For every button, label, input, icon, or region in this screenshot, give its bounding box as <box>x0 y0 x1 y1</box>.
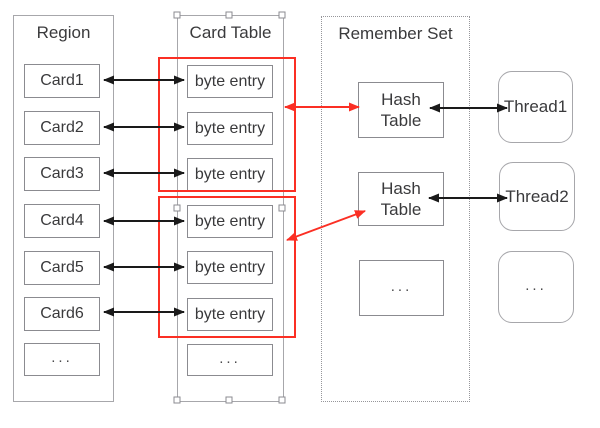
region-title: Region <box>36 23 91 42</box>
card-label-6: Card6 <box>40 305 84 322</box>
selection-handle-bottom-middle[interactable] <box>225 396 233 404</box>
byte-entry-label-more: ... <box>219 349 241 367</box>
highlight-group-2[interactable] <box>158 196 296 338</box>
selection-handle-bottom-left[interactable] <box>173 396 181 404</box>
hash-table-label-2: Hash Table <box>380 178 422 219</box>
selection-handle-middle-left[interactable] <box>173 204 181 212</box>
thread-label-2: Thread2 <box>505 186 569 206</box>
thread-box-more[interactable]: ... <box>498 251 574 323</box>
card-box-2[interactable]: Card2 <box>24 111 100 145</box>
card-label-1: Card1 <box>40 72 84 89</box>
byte-entry-label-5: byte entry <box>194 258 266 276</box>
card-table-title: Card Table <box>189 23 272 42</box>
card-label-5: Card5 <box>40 259 84 276</box>
byte-entry-label-6: byte entry <box>194 305 266 323</box>
selection-handle-top-middle[interactable] <box>225 11 233 19</box>
card-box-4[interactable]: Card4 <box>24 204 100 238</box>
thread-box-2[interactable]: Thread2 <box>499 162 575 231</box>
remember-set-more-label: ... <box>390 277 413 295</box>
highlight-group-1[interactable] <box>158 57 296 192</box>
thread-box-1[interactable]: Thread1 <box>498 71 573 143</box>
card-label-3: Card3 <box>40 165 84 182</box>
byte-entry-label-1: byte entry <box>194 72 266 90</box>
remember-set-title: Remember Set <box>338 24 453 43</box>
selection-handle-middle-right[interactable] <box>278 204 286 212</box>
byte-entry-box-6[interactable]: byte entry <box>187 298 273 331</box>
remember-set-more-box[interactable]: ... <box>359 260 444 316</box>
card-table-container[interactable]: Card Table byte entry byte entry byte en… <box>177 15 284 402</box>
selection-handle-top-left[interactable] <box>173 11 181 19</box>
byte-entry-box-4[interactable]: byte entry <box>187 205 273 238</box>
byte-entry-box-1[interactable]: byte entry <box>187 65 273 98</box>
hash-table-box-1[interactable]: Hash Table <box>358 82 444 138</box>
region-container[interactable]: Region Card1 Card2 Card3 Card4 Card5 Car… <box>13 15 114 402</box>
byte-entry-box-2[interactable]: byte entry <box>187 112 273 145</box>
card-box-1[interactable]: Card1 <box>24 64 100 98</box>
card-box-5[interactable]: Card5 <box>24 251 100 285</box>
card-box-3[interactable]: Card3 <box>24 157 100 191</box>
card-box-more[interactable]: ... <box>24 343 100 376</box>
byte-entry-label-4: byte entry <box>194 212 266 230</box>
card-label-2: Card2 <box>40 119 84 136</box>
byte-entry-box-5[interactable]: byte entry <box>187 251 273 284</box>
byte-entry-label-2: byte entry <box>194 119 266 137</box>
selection-handle-top-right[interactable] <box>278 11 286 19</box>
card-label-more: ... <box>51 349 73 366</box>
byte-entry-label-3: byte entry <box>194 165 266 183</box>
card-label-4: Card4 <box>40 212 84 229</box>
card-box-6[interactable]: Card6 <box>24 297 100 331</box>
remember-set-container[interactable]: Remember Set Hash Table Hash Table ... <box>321 16 470 402</box>
byte-entry-box-more[interactable]: ... <box>187 344 273 376</box>
thread-more-label: ... <box>525 276 547 294</box>
selection-handle-bottom-right[interactable] <box>278 396 286 404</box>
hash-table-label-1: Hash Table <box>380 89 422 130</box>
byte-entry-box-3[interactable]: byte entry <box>187 158 273 191</box>
thread-label-1: Thread1 <box>503 97 568 116</box>
hash-table-box-2[interactable]: Hash Table <box>358 172 444 226</box>
